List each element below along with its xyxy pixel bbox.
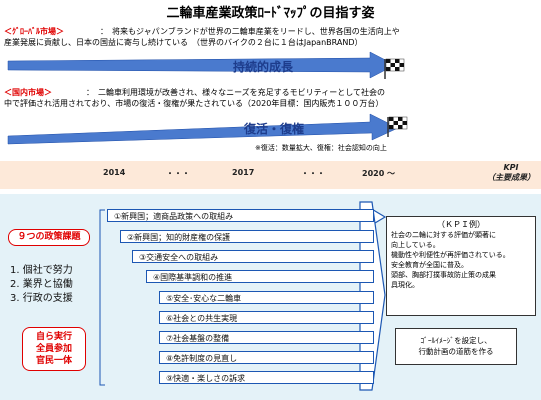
revival-goal-label: 復活・復権 [244, 122, 305, 136]
checkered-flag-icon [384, 58, 405, 79]
policy-item-5: ⑤安全･安心な二輪車 [159, 291, 374, 304]
kpi-example-heading: （ＫＰＩ例） [437, 220, 485, 229]
policy-item-1: ①新興国；適商品政策への取組み [107, 209, 374, 222]
policy-item-6: ⑥社会との共生実現 [159, 311, 374, 324]
action-principle: 自ら実行 [35, 332, 72, 342]
goal-line1: ｺﾞｰﾙｲﾒｰｼﾞを設定し、 [420, 336, 492, 345]
timeline-2014: 2014 [103, 168, 126, 177]
kpi-example-line: 安全教育が全国に普及。 [391, 261, 468, 269]
global-market-line1: ： 将来もジャパンブランドが世界の二輪車産業をリードし、世界各国の生活向上や [100, 27, 400, 36]
revival-note: ※復活：数量拡大、復権：社会認知の向上 [255, 144, 387, 152]
policy-item-7: ⑦社会基盤の整備 [159, 331, 374, 344]
approach-list: 1. 個社で努力 2. 業界と協働 3. 行政の支援 [10, 264, 73, 306]
policy-item-8: ⑧免許制度の見直し [159, 351, 374, 364]
growth-goal-label: 持続的成長 [233, 60, 294, 74]
kpi-example-line: 社会の二輪に対する評価が顕著に [391, 231, 496, 239]
approach-item: 2. 業界と協働 [10, 279, 73, 290]
action-principle: 全員参加 [35, 344, 72, 354]
policy-item-2: ②新興国；知的財産権の保護 [120, 230, 374, 243]
kpi-example-line: 機動性や利便性が再評価されている。 [391, 251, 510, 259]
revival-arrow [7, 113, 399, 145]
growth-arrow [7, 51, 396, 79]
page-title: 二輪車産業政策ﾛｰﾄﾞﾏｯﾌﾟの目指す姿 [166, 6, 375, 21]
domestic-market-label: ＜国内市場＞ [4, 88, 52, 97]
approach-item: 1. 個社で努力 [10, 265, 73, 276]
kpi-example-line: 具現化。 [391, 281, 419, 289]
timeline-band [0, 161, 541, 189]
global-market-label: ＜ｸﾞﾛｰﾊﾞﾙ市場＞ [4, 27, 64, 36]
kpi-header-line2: （主要成果） [487, 173, 535, 182]
goal-line2: 行動計画の道筋を作る [418, 347, 494, 356]
timeline-2017: 2017 [232, 168, 255, 177]
timeline-dots-1: ・・・ [166, 169, 190, 178]
global-market-line2: 産業発展に貢献し、日本の国益に寄与し続けている （世界のバイクの２台に１台はJa… [4, 38, 363, 47]
domestic-market-line2: 中で評価され活用されており、市場の復活・復権が果たされている（2020年目標：国… [4, 99, 384, 108]
goal-image-box: ｺﾞｰﾙｲﾒｰｼﾞを設定し、 行動計画の道筋を作る [395, 328, 517, 365]
timeline-dots-2: ・・・ [301, 169, 325, 178]
action-principles-badge: 自ら実行 全員参加 官民一体 [22, 327, 86, 371]
kpi-header-line1: KPI [503, 163, 519, 172]
checkered-flag-icon [387, 116, 408, 137]
kpi-example-line: 向上している。 [391, 241, 440, 249]
policy-issues-badge: ９つの政策課題 [8, 229, 90, 246]
approach-item: 3. 行政の支援 [10, 293, 73, 304]
policy-item-4: ④国際基準調和の推進 [146, 270, 374, 283]
policy-item-3: ③交通安全への取組み [132, 250, 374, 263]
timeline-2020: 2020 〜 [362, 169, 396, 178]
action-principle: 官民一体 [35, 356, 72, 366]
policy-item-9: ⑨快適・楽しさの訴求 [159, 371, 374, 384]
kpi-example-line: 頭部、胸部打撲事故防止策の成果 [391, 271, 496, 279]
kpi-column-header: KPI （主要成果） [482, 163, 540, 183]
domestic-market-line1: ： 二輪車利用環境が改善され、様々なニーズを充足するモビリティーとして社会の [86, 88, 385, 97]
kpi-example-box: （ＫＰＩ例） 社会の二輪に対する評価が顕著に 向上している。 機動性や利便性が再… [386, 216, 536, 316]
